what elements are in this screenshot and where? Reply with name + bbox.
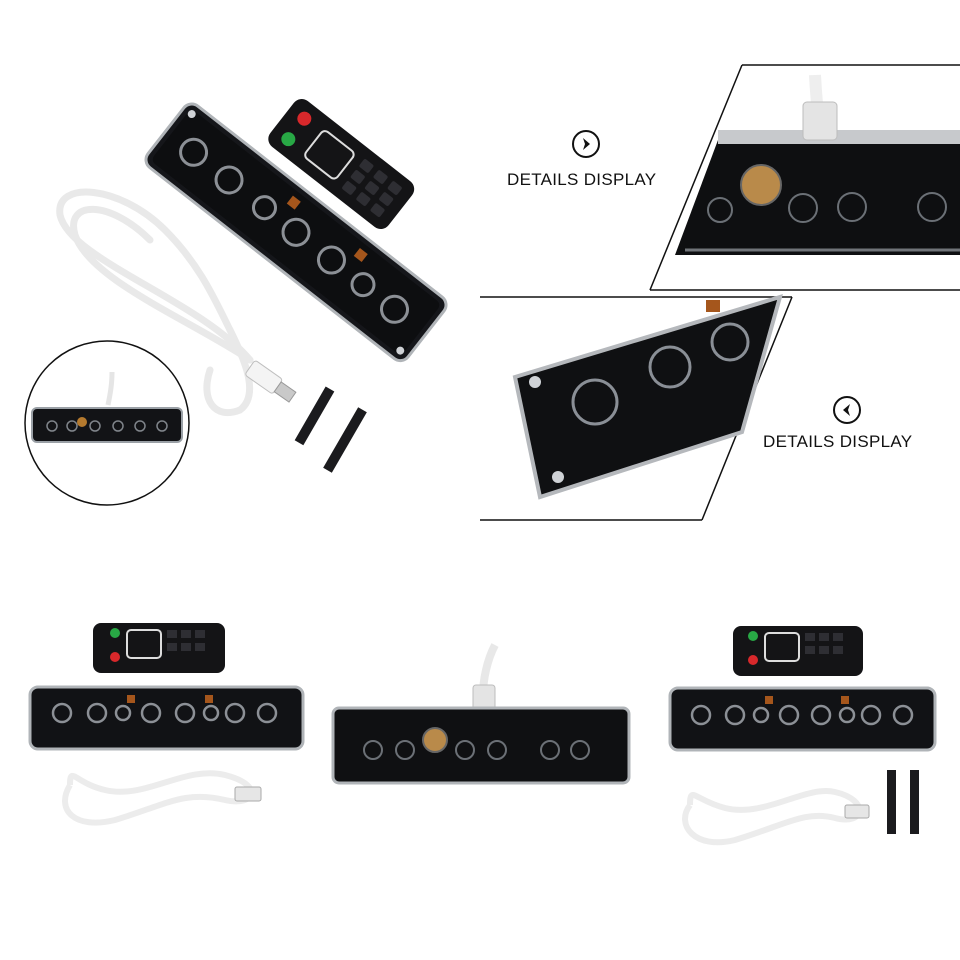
inset-detail-circle [24,340,190,506]
arrow-right-circle-icon [572,130,600,158]
usb-cable-thumb-3 [682,788,863,846]
thumbnail-2 [331,643,631,785]
details-panel-middle: DETAILS DISPLAY [480,292,960,524]
details-display-label-middle: DETAILS DISPLAY [763,432,913,451]
details-display-label-top: DETAILS DISPLAY [507,170,657,189]
remote-control-thumb-1 [93,623,225,673]
thumbnail-1 [28,623,305,826]
thumbnail-3 [668,626,937,846]
arrow-left-circle-icon [833,396,861,424]
usb-cable [56,188,254,417]
nixie-clock-body [144,102,448,363]
nixie-clock-thumb-1 [28,685,305,751]
usb-plug [245,360,297,403]
sensor-sticks-thumb-3 [887,770,919,834]
sensor-sticks [294,386,367,473]
remote-control [268,99,415,230]
details-panel-top: DETAILS DISPLAY [480,60,960,295]
remote-control-thumb-3 [733,626,863,676]
usb-cable-thumb-1 [62,770,255,826]
nixie-clock-thumb-3 [668,686,937,752]
nixie-clock-thumb-2 [331,706,631,785]
main-product-photo [24,99,448,506]
